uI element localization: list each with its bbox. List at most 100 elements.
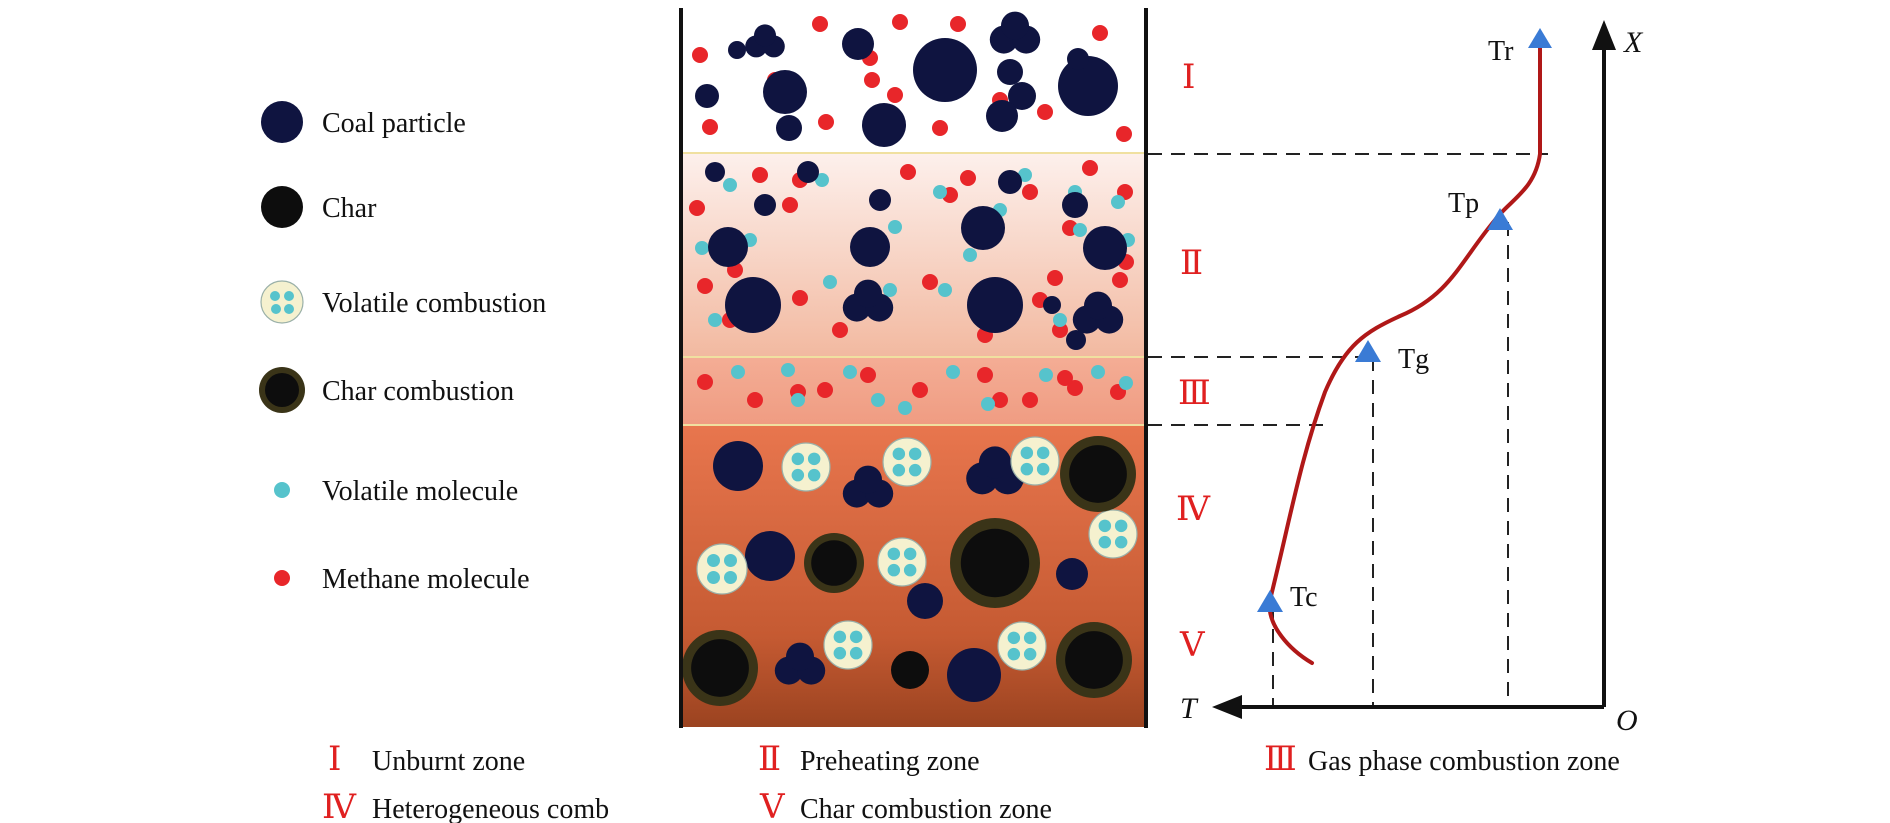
methane-molecule (1067, 380, 1083, 396)
methane-molecule (892, 14, 908, 30)
volatile-combustion-particle (781, 442, 831, 492)
tc-label: Tc (1290, 582, 1318, 613)
char-combustion-particle (682, 630, 758, 706)
volatile-molecule (981, 397, 995, 411)
volatile-molecule (1119, 376, 1133, 390)
coal-particle (1058, 56, 1118, 116)
coal-particle (913, 38, 977, 102)
zone-numeral-3: Ⅲ (1178, 375, 1211, 412)
legend-label-methane-molecule: Methane molecule (322, 564, 530, 595)
caption-text-2: Preheating zone (800, 746, 980, 777)
origin-label: O (1616, 704, 1638, 737)
volatile-combustion-particle (882, 437, 932, 487)
methane-molecule (1057, 370, 1073, 386)
caption-gas-phase: Ⅲ Gas phase combustion zone (1264, 741, 1620, 778)
caption-text-3: Gas phase combustion zone (1308, 746, 1620, 777)
coal-particle (947, 648, 1001, 702)
methane-molecule (932, 120, 948, 136)
volatile-molecule (883, 283, 897, 297)
coal-particle (728, 41, 746, 59)
methane-molecule (832, 322, 848, 338)
volatile-molecule (1039, 368, 1053, 382)
methane-molecule-icon (274, 570, 290, 586)
tr-label: Tr (1488, 36, 1514, 67)
tr-marker-icon (1528, 28, 1552, 48)
methane-molecule (752, 167, 768, 183)
tp-marker-icon (1487, 208, 1513, 230)
volatile-combustion-particle (1088, 509, 1138, 559)
coal-cluster (842, 465, 894, 508)
methane-molecule (697, 374, 713, 390)
legend-item-volatile-molecule: Volatile molecule (274, 476, 518, 507)
coal-particle (1043, 296, 1061, 314)
volatile-molecule (781, 363, 795, 377)
legend-item-char-combustion: Char combustion (259, 367, 514, 413)
x-axis-label: X (1623, 26, 1644, 59)
coal-particle (998, 170, 1022, 194)
char-combustion-particle (1056, 622, 1132, 698)
coal-particle (745, 531, 795, 581)
char-icon (261, 186, 303, 228)
volatile-molecule (871, 393, 885, 407)
coal-particle (850, 227, 890, 267)
zone-numeral-5: Ⅴ (1179, 627, 1206, 664)
methane-molecule (817, 382, 833, 398)
coal-particle (1066, 330, 1086, 350)
methane-molecule (1052, 322, 1068, 338)
coal-particle (862, 103, 906, 147)
methane-molecule (887, 87, 903, 103)
coal-particle (705, 162, 725, 182)
caption-heterogeneous: Ⅳ Heterogeneous comb (322, 789, 609, 823)
zone-numeral-2: Ⅱ (1180, 245, 1203, 282)
coal-particle (986, 100, 1018, 132)
methane-molecule (697, 278, 713, 294)
methane-molecule (960, 170, 976, 186)
methane-molecule (689, 200, 705, 216)
particles (682, 11, 1138, 706)
tg-marker-icon (1355, 340, 1381, 362)
char-combustion-particle (950, 518, 1040, 608)
coal-cluster (745, 24, 785, 58)
temperature-markers: Tr Tp Tg Tc (1257, 28, 1552, 613)
methane-molecule (692, 47, 708, 63)
methane-molecule (864, 72, 880, 88)
coal-particle (725, 277, 781, 333)
volatile-molecule (1053, 313, 1067, 327)
coal-particle (1008, 82, 1036, 110)
methane-molecule (1116, 126, 1132, 142)
methane-molecule (782, 197, 798, 213)
methane-molecule (950, 16, 966, 32)
coal-particle (797, 161, 819, 183)
axes: X T O (1180, 20, 1644, 737)
methane-molecule (977, 367, 993, 383)
volatile-combustion-particle (877, 537, 927, 587)
coal-particle (907, 583, 943, 619)
methane-molecule (792, 290, 808, 306)
char-particle (891, 651, 929, 689)
char-combustion-particle (804, 533, 864, 593)
methane-molecule (1037, 104, 1053, 120)
legend: Coal particle Char Volatile combustion C… (259, 101, 546, 595)
volatile-molecule (946, 365, 960, 379)
volatile-combustion-particle (696, 543, 748, 595)
methane-molecule (912, 382, 928, 398)
methane-molecule (922, 274, 938, 290)
methane-molecule (1022, 184, 1038, 200)
coal-particle (1067, 48, 1089, 70)
coal-particle (1083, 226, 1127, 270)
methane-molecule (1022, 392, 1038, 408)
volatile-molecule (1073, 223, 1087, 237)
volatile-molecule (695, 241, 709, 255)
caption-numeral-2: Ⅱ (758, 741, 781, 778)
coal-particle (763, 70, 807, 114)
zone-captions: Ⅰ Unburnt zone Ⅱ Preheating zone Ⅲ Gas p… (322, 741, 1620, 823)
tp-label: Tp (1448, 188, 1479, 219)
zone-numeral-4: Ⅳ (1176, 491, 1211, 528)
volatile-combustion-particle (1010, 436, 1060, 486)
caption-numeral-3: Ⅲ (1264, 741, 1297, 778)
coal-particle (961, 206, 1005, 250)
legend-item-volatile-combustion: Volatile combustion (260, 280, 546, 324)
caption-numeral-1: Ⅰ (328, 741, 341, 778)
zone-numeral-1: Ⅰ (1182, 59, 1195, 96)
